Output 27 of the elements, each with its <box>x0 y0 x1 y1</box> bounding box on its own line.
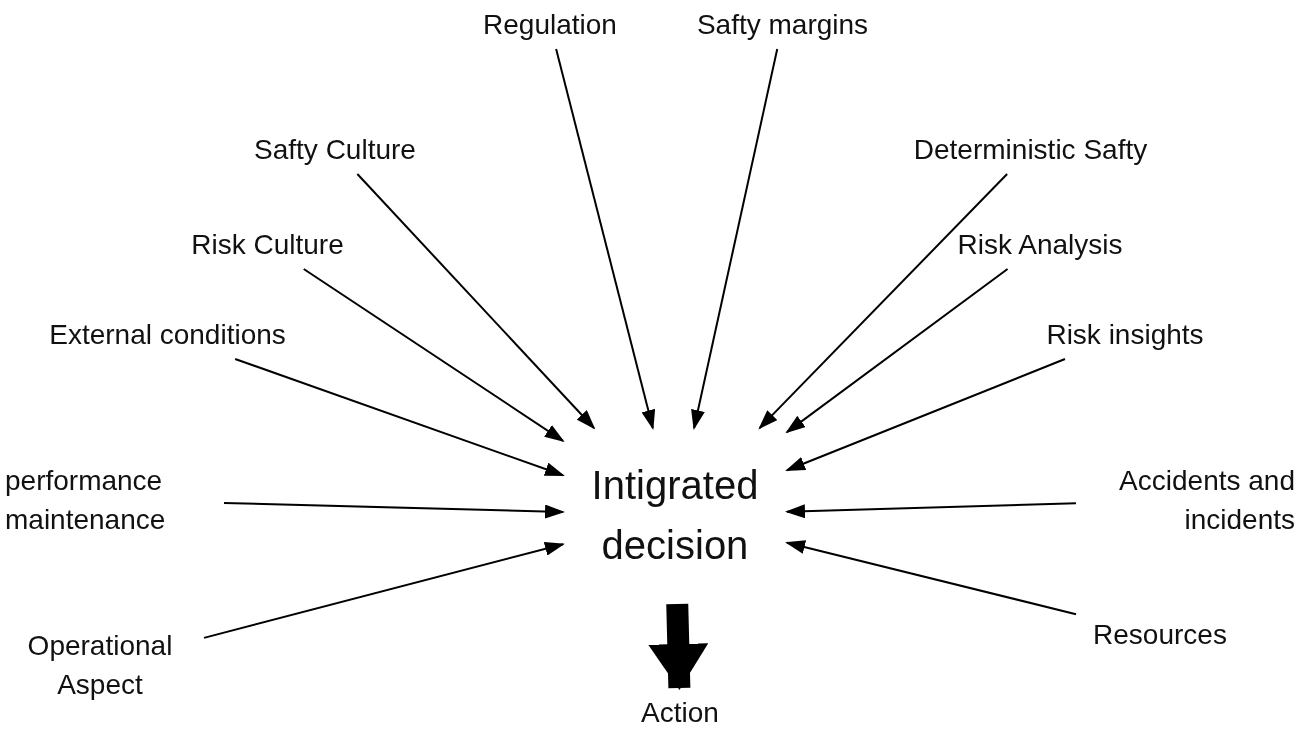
arrow <box>203 542 565 639</box>
factor-label: Risk Culture <box>191 228 344 263</box>
arrow <box>223 501 565 519</box>
arrow <box>234 358 565 477</box>
factor-label: External conditions <box>49 318 286 353</box>
arrow <box>758 173 1009 430</box>
factor-label: Risk insights <box>1046 318 1204 353</box>
arrow <box>691 48 779 430</box>
arrow <box>648 603 709 690</box>
arrow <box>785 540 1077 616</box>
arrow <box>785 502 1077 519</box>
arrow <box>785 358 1066 472</box>
arrow <box>785 268 1009 434</box>
factor-label: Resources <box>1093 618 1227 653</box>
factor-label: Deterministic Safty <box>913 133 1148 168</box>
arrow <box>555 48 656 430</box>
arrow <box>302 268 565 442</box>
factor-label: Regulation <box>483 8 617 43</box>
arrow <box>356 173 596 430</box>
factor-label: Accidents and incidents <box>1118 463 1295 537</box>
factor-label: Risk Analysis <box>957 228 1123 263</box>
factor-label: Safty margins <box>696 8 869 43</box>
factor-label: Operational Aspect <box>26 628 174 702</box>
central-label: Intigrated decision <box>590 462 760 569</box>
factor-label: Safty Culture <box>254 133 416 168</box>
factor-label: performance maintenance <box>5 463 167 537</box>
factor-label: Action <box>641 695 719 730</box>
